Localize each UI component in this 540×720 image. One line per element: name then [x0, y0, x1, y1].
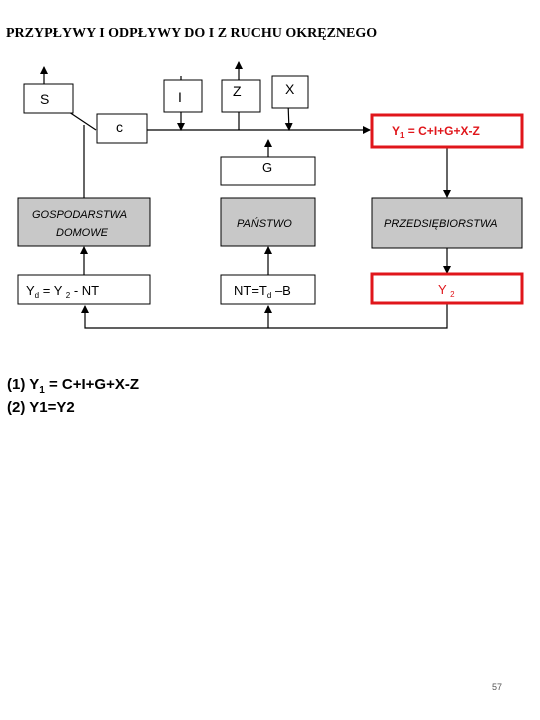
box-households-line1: GOSPODARSTWA [32, 209, 127, 221]
box-x-label: X [285, 81, 295, 97]
box-y2-label: Y 2 [438, 282, 455, 299]
box-s-label: S [40, 91, 49, 107]
y2-loop-arrow [81, 303, 448, 329]
box-c: c [96, 113, 148, 144]
box-state-label: PAŃSTWO [237, 217, 292, 230]
box-yd: Yd = Y 2 - NT [17, 274, 151, 305]
box-firms-label: PRZEDSIĘBIORSTWA [384, 218, 497, 230]
box-y2: Y 2 [370, 272, 524, 305]
page-title: PRZYPŁYWY I ODPŁYWY DO I Z RUCHU OKRĘZNE… [6, 26, 378, 41]
box-s: S [23, 83, 74, 114]
box-households: GOSPODARSTWA DOMOWE [17, 197, 151, 247]
box-c-label: c [116, 119, 123, 135]
box-g-label: G [262, 160, 272, 175]
equation-2: (2) Y1=Y2 [7, 399, 75, 416]
box-y1: Y1 = C+I+G+X-Z [370, 113, 524, 149]
box-z-label: Z [233, 83, 242, 99]
box-y1-label: Y1 = C+I+G+X-Z [392, 124, 480, 140]
box-nt-label: NT=Td –B [234, 283, 291, 300]
page-number: 57 [492, 682, 503, 692]
box-x: X [271, 75, 309, 109]
box-households-line2: DOMOWE [56, 227, 109, 239]
box-i-label: I [178, 89, 182, 105]
box-firms: PRZEDSIĘBIORSTWA [371, 197, 523, 249]
box-state: PAŃSTWO [220, 197, 316, 247]
box-yd-label: Yd = Y 2 - NT [26, 283, 99, 300]
box-nt: NT=Td –B [220, 274, 316, 305]
equation-1: (1) Y1 = C+I+G+X-Z [7, 376, 140, 396]
box-g: G [220, 156, 316, 186]
box-z: Z [221, 79, 261, 113]
box-i: I [163, 79, 203, 113]
